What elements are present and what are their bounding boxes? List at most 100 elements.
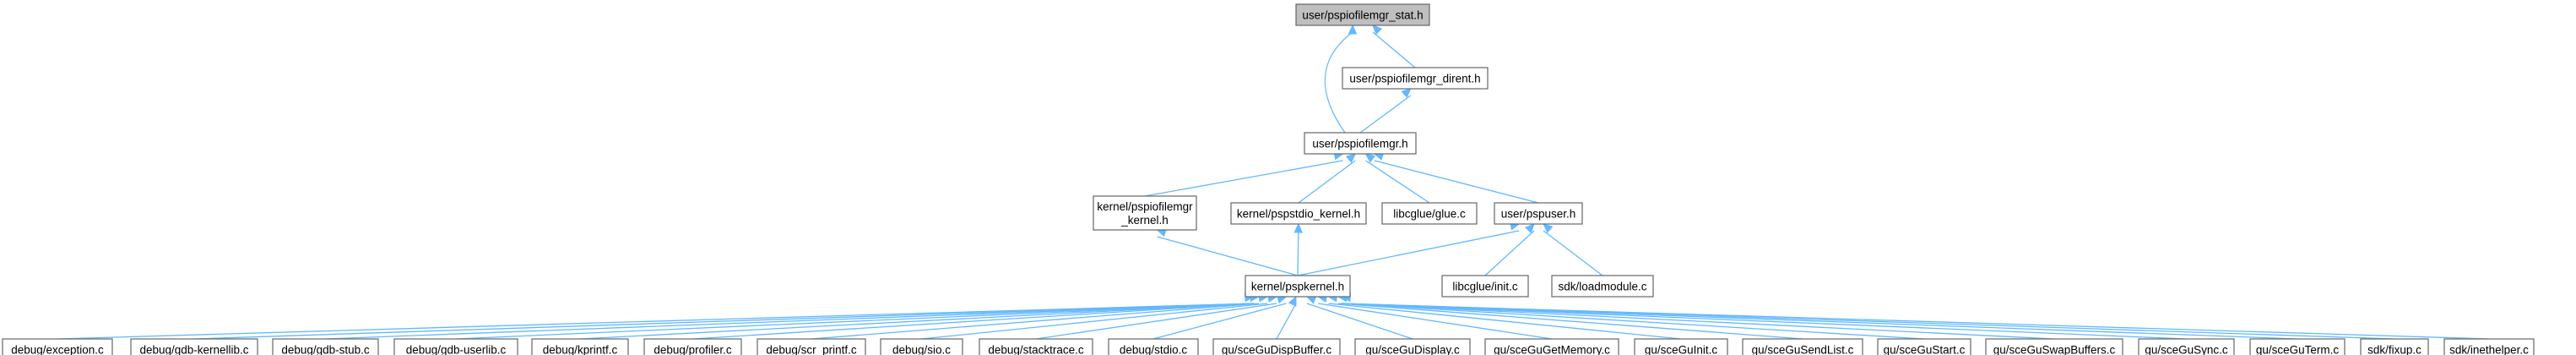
edge-line	[455, 303, 1255, 340]
edge-line	[1317, 303, 1553, 340]
node-libcglue-glue-c[interactable]: libcglue/glue.c	[1381, 202, 1478, 225]
node-debug-gdb-stub-c[interactable]: debug/gdb-stub.c	[272, 338, 379, 355]
edge-line	[1144, 160, 1343, 197]
node-gu-scegusync-c[interactable]: gu/sceGuSync.c	[2138, 338, 2235, 355]
node-box	[1093, 195, 1197, 231]
node-box	[1212, 338, 1341, 355]
node-sdk-loadmodule-c[interactable]: sdk/loadmodule.c	[1551, 275, 1654, 298]
edge-line	[1337, 303, 1803, 340]
edge-line	[921, 303, 1268, 340]
node-box	[2249, 338, 2346, 355]
edge-line	[1484, 230, 1535, 276]
node-gu-sceguterm-c[interactable]: gu/sceGuTerm.c	[2249, 338, 2346, 355]
node-kernel-pspiofilemgr-kernel-h[interactable]: kernel/pspiofilemgr_kernel.h	[1093, 195, 1197, 231]
edge-line	[1341, 303, 2187, 340]
node-box	[757, 338, 866, 355]
node-label: gu/sceGuInit.c	[1645, 344, 1718, 355]
node-label: gu/sceGuDispBuffer.c	[1222, 344, 1332, 355]
edge-glue-to-iofilemgr	[1364, 153, 1430, 204]
node-libcglue-init-c[interactable]: libcglue/init.c	[1441, 275, 1529, 298]
edge-pspkernel-to-kstdio	[1293, 222, 1304, 276]
edge-line	[1341, 303, 2055, 340]
node-user-pspiofilemgr-dirent-h[interactable]: user/pspiofilemgr_dirent.h	[1342, 67, 1489, 90]
edge-kiofilemgr-to-iofilemgr	[1144, 151, 1344, 197]
node-label: gu/sceGuStart.c	[1884, 344, 1966, 355]
edge-arrowhead	[1345, 153, 1357, 163]
node-debug-scr-printf-c[interactable]: debug/scr_printf.c	[757, 338, 866, 355]
node-label: kernel/pspkernel.h	[1251, 281, 1344, 293]
node-label: debug/stacktrace.c	[988, 344, 1084, 355]
node-gu-sceguswapbuffers-c[interactable]: gu/sceGuSwapBuffers.c	[1985, 338, 2123, 355]
node-gu-scegudispbuffer-c[interactable]: gu/sceGuDispBuffer.c	[1212, 338, 1341, 355]
node-kernel-pspstdio-kernel-h[interactable]: kernel/pspstdio_kernel.h	[1230, 202, 1367, 225]
edge-line	[1152, 303, 1287, 340]
node-debug-sio-c[interactable]: debug/sio.c	[880, 338, 963, 355]
node-label: gu/sceGuTerm.c	[2256, 344, 2340, 355]
node-label: debug/sio.c	[892, 344, 951, 355]
edge-arrowhead	[1364, 153, 1376, 163]
edge-pspkernel-to-pspuser	[1297, 221, 1521, 276]
node-label: debug/profiler.c	[653, 344, 732, 355]
node-box	[1551, 275, 1654, 298]
edge-line	[1365, 160, 1430, 204]
node-box	[643, 338, 742, 355]
node-sdk-inethelper-c[interactable]: sdk/inethelper.c	[2443, 338, 2535, 355]
node-debug-kprintf-c[interactable]: debug/kprintf.c	[531, 338, 629, 355]
graph-edges	[57, 24, 2490, 340]
node-box	[1354, 338, 1471, 355]
node-debug-gdb-userlib-c[interactable]: debug/gdb-userlib.c	[393, 338, 518, 355]
edge-line	[1297, 230, 1299, 276]
node-debug-stdio-c[interactable]: debug/stdio.c	[1108, 338, 1199, 355]
node-gu-scegustart-c[interactable]: gu/sceGuStart.c	[1877, 338, 1971, 355]
edge-pspkernel-to-kiofilemgr	[1156, 228, 1299, 276]
edge-line	[1328, 303, 1682, 340]
edge-line	[1374, 160, 1539, 204]
edge-arrowhead	[1543, 223, 1554, 233]
node-box	[531, 338, 629, 355]
edge-line	[1276, 303, 1297, 340]
node-label: _kernel.h	[1120, 214, 1169, 227]
node-debug-stacktrace-c[interactable]: debug/stacktrace.c	[979, 338, 1093, 355]
node-gu-scegusendlist-c[interactable]: gu/sceGuSendList.c	[1742, 338, 1863, 355]
edge-iofilemgr-to-dirent	[1359, 88, 1412, 134]
node-sdk-fixup-c[interactable]: sdk/fixup.c	[2360, 338, 2429, 355]
edge-line	[579, 303, 1255, 340]
node-user-pspiofilemgr-h[interactable]: user/pspiofilemgr.h	[1304, 132, 1417, 155]
node-box	[1877, 338, 1971, 355]
node-box	[2443, 338, 2535, 355]
edge-exception-to-pspkernel	[57, 292, 1255, 340]
node-user-pspiofilemgr-stat-h[interactable]: user/pspiofilemgr_stat.h	[1295, 3, 1430, 26]
node-box	[1985, 338, 2123, 355]
edge-stacktrace-to-pspkernel	[1035, 293, 1278, 340]
node-box	[1230, 202, 1367, 225]
node-debug-exception-c[interactable]: debug/exception.c	[2, 338, 113, 355]
node-label: debug/gdb-kernellib.c	[139, 344, 248, 355]
node-label: debug/gdb-userlib.c	[406, 344, 507, 355]
edge-line	[692, 303, 1255, 340]
node-gu-sceguinit-c[interactable]: gu/sceGuInit.c	[1634, 338, 1728, 355]
node-box	[1634, 338, 1728, 355]
edge-arrowhead	[1288, 295, 1297, 307]
node-gu-scegugetmemory-c[interactable]: gu/sceGuGetMemory.c	[1484, 338, 1619, 355]
node-box	[1304, 132, 1417, 155]
edge-line	[325, 303, 1255, 340]
edge-line	[1157, 236, 1299, 276]
node-debug-profiler-c[interactable]: debug/profiler.c	[643, 338, 742, 355]
edge-display-to-pspkernel	[1305, 295, 1413, 340]
node-label: user/pspiofilemgr_dirent.h	[1349, 73, 1480, 85]
node-label: sdk/inethelper.c	[2449, 344, 2529, 355]
node-kernel-pspkernel-h[interactable]: kernel/pspkernel.h	[1245, 275, 1351, 298]
edge-arrowhead	[1401, 88, 1412, 98]
node-box	[979, 338, 1093, 355]
edge-line	[193, 303, 1255, 340]
node-debug-gdb-kernellib-c[interactable]: debug/gdb-kernellib.c	[130, 338, 258, 355]
node-gu-scegudisplay-c[interactable]: gu/sceGuDisplay.c	[1354, 338, 1471, 355]
node-label: user/pspuser.h	[1501, 208, 1576, 221]
edge-line	[1298, 160, 1356, 204]
edge-line	[1543, 230, 1603, 276]
edge-line	[1341, 303, 1925, 340]
node-user-pspuser-h[interactable]: user/pspuser.h	[1494, 202, 1583, 225]
node-label: gu/sceGuSendList.c	[1752, 344, 1854, 355]
edge-line	[1306, 303, 1413, 340]
